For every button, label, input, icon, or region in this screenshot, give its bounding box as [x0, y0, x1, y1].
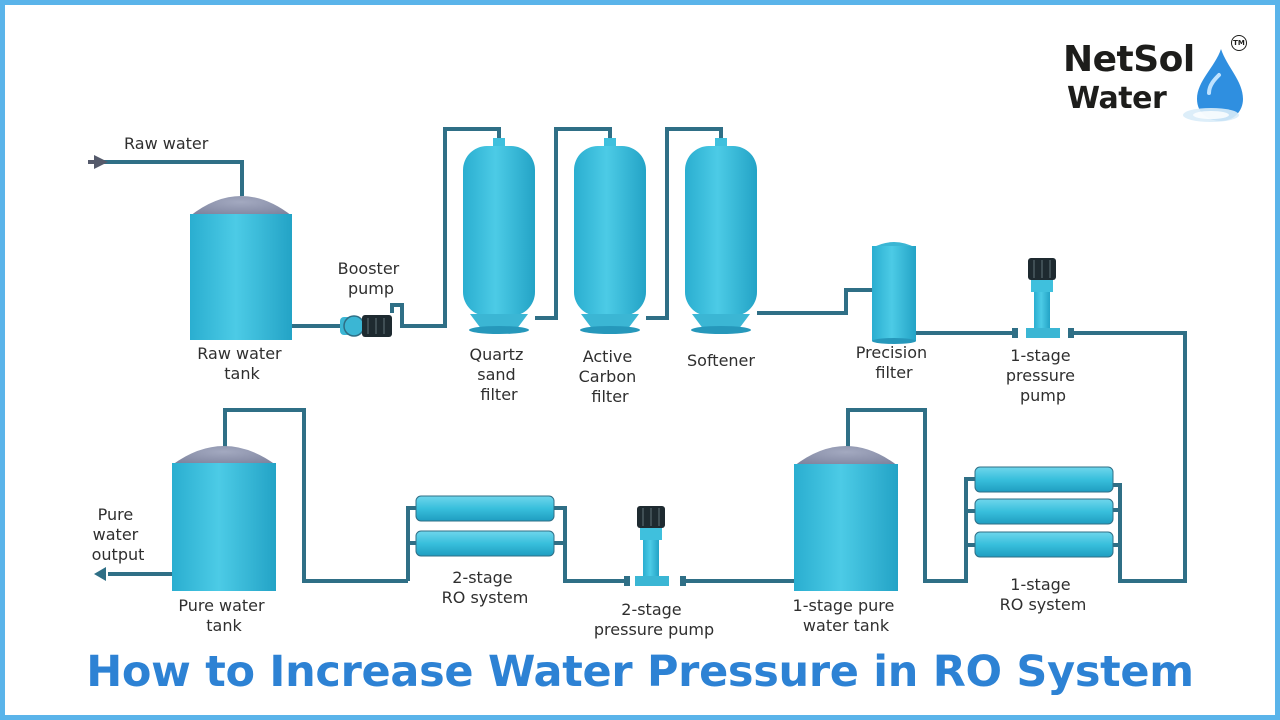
- pipe-booster-to-quartz: [390, 127, 501, 328]
- labels: Raw water Raw water tank Booster pump Qu…: [92, 134, 1087, 639]
- label-raw-water-tank: Raw water tank: [197, 344, 286, 383]
- pipe-pump1-to-ro1: [1072, 331, 1187, 583]
- ro1-membrane: [974, 466, 1114, 493]
- netsol-water-logo: NetSol Water TM: [1063, 35, 1253, 125]
- stage1-tank-dome: [794, 446, 898, 466]
- page-headline: How to Increase Water Pressure in RO Sys…: [86, 647, 1194, 697]
- label-raw-water: Raw water: [124, 134, 209, 153]
- pipe-carbon-to-softener: [646, 127, 723, 320]
- label-quartz-sand-filter: Quartz sand filter: [470, 345, 529, 404]
- ro-process-diagram: Raw water Raw water tank Booster pump Qu…: [88, 127, 1187, 639]
- output-arrow-icon: [94, 567, 106, 581]
- label-softener: Softener: [687, 351, 755, 370]
- label-active-carbon-filter: Active Carbon filter: [579, 347, 642, 406]
- softener-vessel-body: [685, 146, 757, 316]
- softener-vessel: [685, 138, 757, 334]
- raw-tank-dome: [190, 196, 292, 216]
- precision-filter-vessel: [872, 242, 916, 344]
- logo-text-netsol: NetSol: [1063, 39, 1195, 80]
- stage2-pressure-pump-unit: [624, 506, 686, 586]
- active-carbon-filter-vessel: [574, 138, 646, 334]
- trademark-badge: TM: [1231, 35, 1247, 51]
- quartz-sand-filter-vessel: [463, 138, 535, 334]
- ro1-membrane: [974, 531, 1114, 558]
- booster-motor: [362, 315, 392, 337]
- pure-water-tank: [172, 446, 276, 591]
- ro1-membrane: [974, 498, 1114, 525]
- inlet-arrow-tail: [88, 160, 98, 164]
- carbon-vessel-body: [574, 146, 646, 316]
- stage2-ro-membranes: [415, 495, 555, 557]
- label-booster-pump: Booster pump: [338, 259, 405, 298]
- label-stage1-pressure-pump: 1-stage pressure pump: [1006, 346, 1080, 405]
- label-stage2-pressure-pump: 2-stage pressure pump: [594, 600, 714, 639]
- pure-tank-dome: [172, 446, 276, 465]
- pipe-ro2-to-pure-tank: [223, 408, 410, 583]
- booster-pump-unit: [340, 315, 392, 337]
- pipe-ro2-left-manifold: [406, 506, 418, 545]
- flow-arrows: [88, 155, 108, 581]
- label-pure-water-output: Pure water output: [92, 505, 145, 564]
- raw-tank-body: [190, 214, 292, 340]
- ro2-membrane: [415, 495, 555, 522]
- label-stage1-ro-system: 1-stage RO system: [1000, 575, 1087, 614]
- label-stage2-ro-system: 2-stage RO system: [442, 568, 529, 607]
- pipe-pump2-to-ro2: [552, 506, 628, 583]
- label-pure-water-tank: Pure water tank: [178, 596, 269, 635]
- pure-tank-body: [172, 463, 276, 591]
- pipe-softener-to-precision: [757, 288, 872, 315]
- label-stage1-pure-water-tank: 1-stage pure water tank: [793, 596, 900, 635]
- quartz-vessel-body: [463, 146, 535, 316]
- stage1-tank-body: [794, 464, 898, 591]
- logo-text-water: Water: [1067, 81, 1167, 116]
- pipe-raw-inlet: [90, 160, 244, 196]
- water-drop-icon: [1183, 49, 1243, 122]
- stage1-pure-water-tank: [794, 446, 898, 591]
- stage1-ro-membranes: [974, 466, 1114, 558]
- pipe-ro1-to-tank1: [846, 408, 968, 583]
- ro2-membrane: [415, 530, 555, 557]
- inlet-arrow-icon: [94, 155, 108, 169]
- raw-water-tank: [190, 196, 292, 340]
- stage1-pressure-pump-unit: [1012, 258, 1074, 338]
- precision-body: [872, 246, 916, 341]
- label-precision-filter: Precision filter: [856, 343, 932, 382]
- pipes: [90, 127, 1187, 583]
- pipe-quartz-to-carbon: [535, 127, 612, 320]
